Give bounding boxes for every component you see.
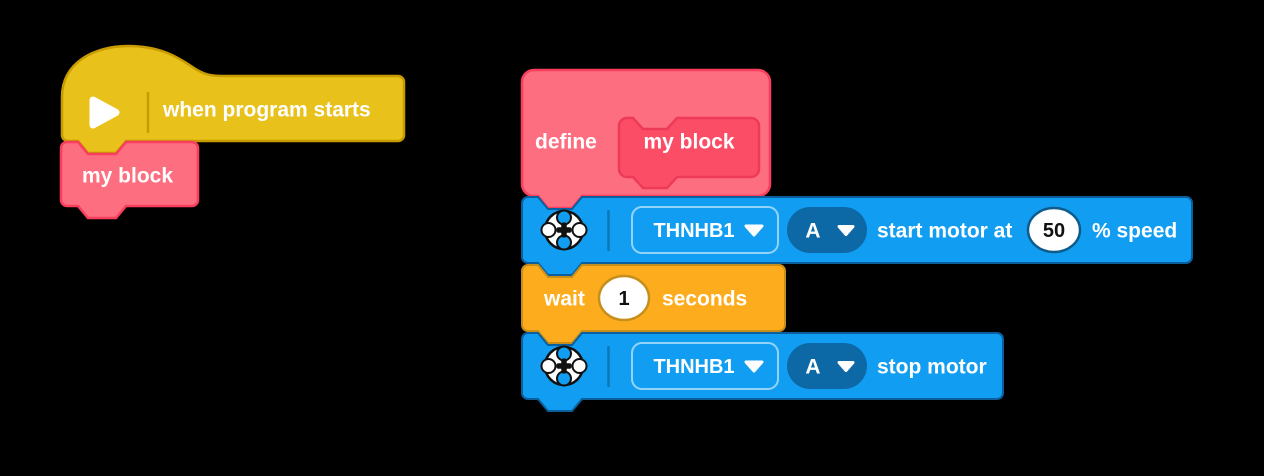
dropdown-arrow-icon	[837, 361, 855, 372]
play-icon	[89, 96, 120, 129]
start-motor-label: start motor at	[877, 220, 1012, 243]
my-block-prototype[interactable]	[617, 116, 761, 190]
port-dropdown-label: A	[805, 356, 820, 379]
stop-motor-block[interactable]: THNHB1 A stop motor	[521, 332, 1004, 412]
hub-dropdown-label: THNHB1	[653, 356, 734, 378]
speed-input[interactable]: 50	[1026, 206, 1082, 254]
define-block[interactable]: define my block	[520, 68, 772, 210]
wait-label: wait	[543, 288, 585, 311]
motor-icon	[540, 209, 588, 251]
wait-block-shape[interactable]	[521, 264, 786, 344]
port-dropdown[interactable]: A	[787, 207, 867, 253]
my-block-call-block[interactable]: my block	[59, 140, 200, 220]
duration-input[interactable]: 1	[597, 274, 651, 322]
dropdown-arrow-icon	[837, 225, 855, 236]
duration-value: 1	[618, 288, 629, 310]
port-dropdown[interactable]: A	[787, 343, 867, 389]
hub-dropdown[interactable]: THNHB1	[631, 206, 779, 254]
when-program-starts-block[interactable]: when program starts	[60, 44, 406, 155]
when-program-starts-label: when program starts	[162, 99, 371, 122]
dropdown-arrow-icon	[744, 224, 764, 237]
dropdown-arrow-icon	[744, 360, 764, 373]
my-block-call-label: my block	[82, 165, 173, 188]
seconds-label: seconds	[662, 288, 747, 311]
my-block-prototype-label: my block	[643, 131, 734, 154]
hub-dropdown[interactable]: THNHB1	[631, 342, 779, 390]
start-motor-block[interactable]: THNHB1 A start motor at 50 % speed	[521, 196, 1193, 276]
wait-block[interactable]: wait 1 seconds	[521, 264, 786, 344]
define-label: define	[535, 131, 597, 154]
motor-icon	[540, 345, 588, 387]
stop-motor-label: stop motor	[877, 356, 987, 379]
port-dropdown-label: A	[805, 220, 820, 243]
speed-value: 50	[1043, 220, 1065, 242]
hub-dropdown-label: THNHB1	[653, 220, 734, 242]
percent-speed-label: % speed	[1092, 220, 1177, 243]
my-block-call-shape[interactable]	[59, 140, 200, 220]
